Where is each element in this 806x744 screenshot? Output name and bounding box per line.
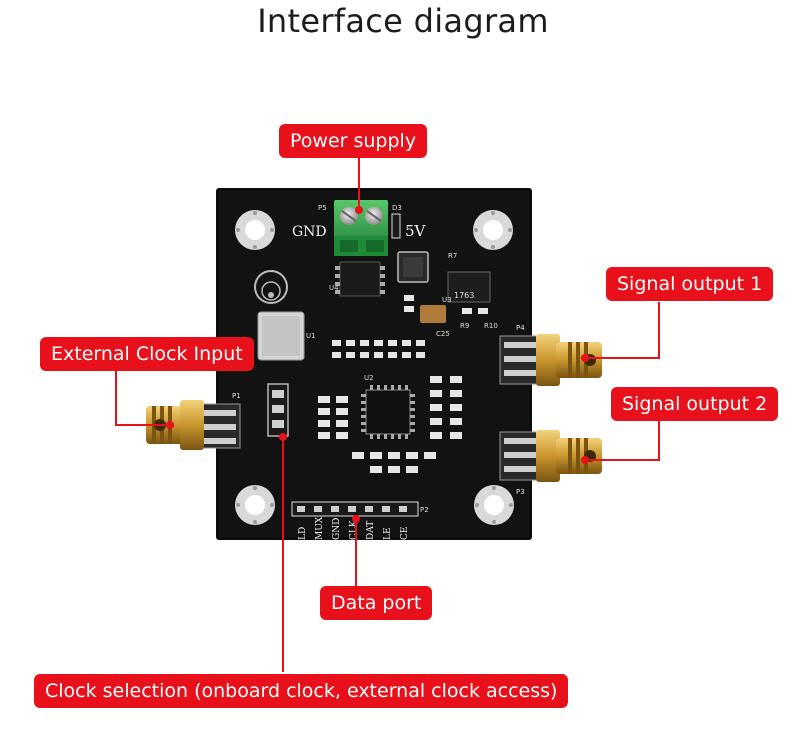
pin-dat: DAT xyxy=(366,521,376,540)
clock-selection-jumper xyxy=(267,383,289,437)
u1-label: U1 xyxy=(306,332,316,340)
pin-ce: CE xyxy=(400,527,410,540)
oscillator-u1 xyxy=(257,311,305,361)
mounting-hole-top-right xyxy=(473,210,513,250)
callout-signal-output-1: Signal output 1 xyxy=(606,267,774,301)
c25-label: C25 xyxy=(436,330,450,338)
p2-label: P2 xyxy=(420,506,429,514)
mounting-hole-bottom-left xyxy=(235,485,275,525)
pin-ld: LD xyxy=(298,527,308,540)
r10-label: R10 xyxy=(484,322,498,330)
p5-label: P5 xyxy=(318,204,327,212)
sma-connector-p4 xyxy=(499,334,602,386)
header-pin-labels: LD MUX GND CLK DAT LE CE xyxy=(298,516,410,540)
ic-marking: 1763 xyxy=(454,291,474,300)
data-port-header-p2 xyxy=(291,501,419,517)
u4-label: U4 xyxy=(329,284,339,292)
sma-connector-p1 xyxy=(146,400,241,450)
leader-external-clock xyxy=(115,370,170,426)
callout-dots xyxy=(166,206,589,523)
leader-signal-2 xyxy=(585,420,660,461)
u3-label: U3 xyxy=(442,296,452,304)
pin-gnd: GND xyxy=(332,518,342,540)
tantalum-capacitor xyxy=(420,305,446,323)
u2-label: U2 xyxy=(364,374,374,382)
callout-signal-output-2: Signal output 2 xyxy=(611,387,779,421)
callout-data-port: Data port xyxy=(320,586,433,620)
pin-mux: MUX xyxy=(315,516,325,540)
callout-power-supply: Power supply xyxy=(279,124,428,158)
power-terminal-block xyxy=(334,200,388,256)
five-v-label: 5V xyxy=(405,222,427,240)
regulator-u3: 1763 xyxy=(447,271,491,303)
p3-label: P3 xyxy=(516,488,525,496)
r7-label: R7 xyxy=(448,252,457,260)
callout-leader-lines xyxy=(115,158,660,672)
mounting-hole-bottom-right xyxy=(474,485,514,525)
r9-label: R9 xyxy=(460,322,469,330)
chip-u2 xyxy=(361,385,415,439)
sma-connector-p3 xyxy=(499,430,602,482)
p4-label: P4 xyxy=(516,324,525,332)
pin-le: LE xyxy=(383,527,393,540)
p1-label: P1 xyxy=(232,392,241,400)
pin-clk: CLK xyxy=(349,520,359,540)
smd-components-top xyxy=(332,295,488,358)
mounting-hole-top-left xyxy=(235,210,275,250)
smd-components-mid xyxy=(318,376,462,473)
callout-external-clock-input: External Clock Input xyxy=(40,337,254,371)
gnd-label: GND xyxy=(292,224,327,240)
d3-label: D3 xyxy=(392,204,402,212)
page-title: Interface diagram xyxy=(257,2,549,40)
chip-u4 xyxy=(335,261,385,297)
callout-clock-selection: Clock selection (onboard clock, external… xyxy=(34,674,569,708)
leader-signal-1 xyxy=(585,302,660,359)
rf-logo-icon xyxy=(254,270,288,304)
